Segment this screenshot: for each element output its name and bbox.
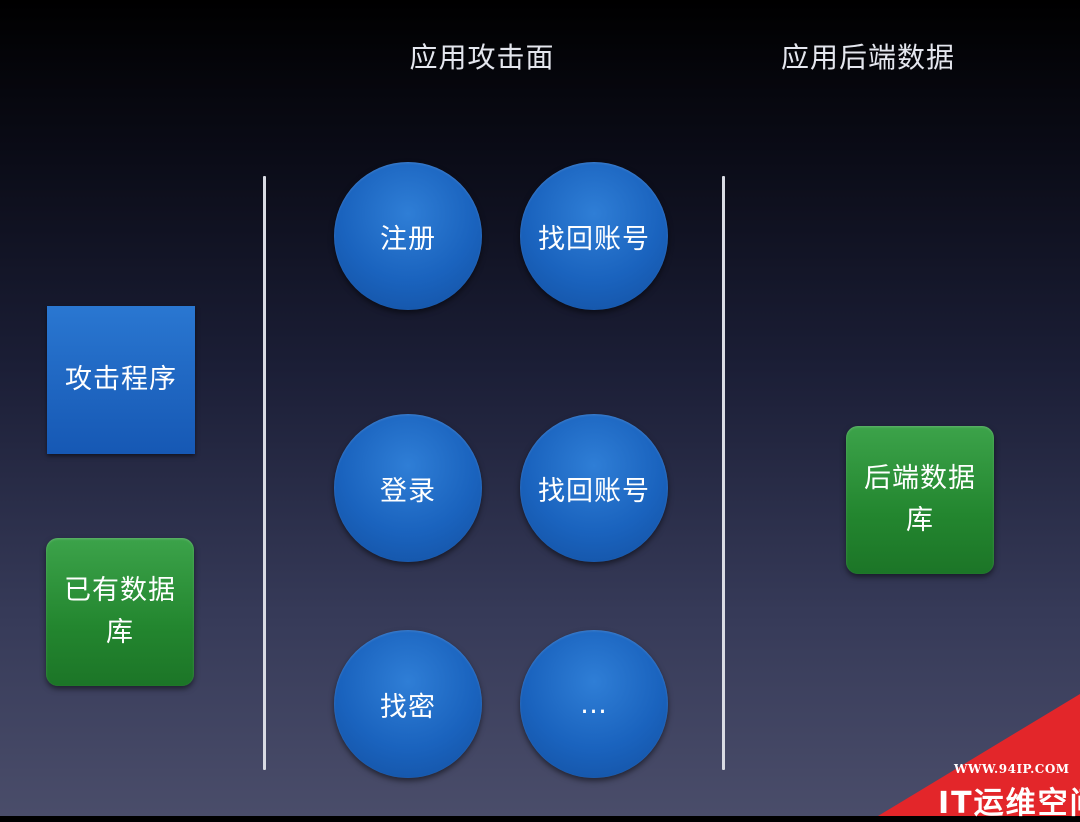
attack-program-box: 攻击程序 — [47, 306, 195, 454]
attack-program-label: 攻击程序 — [65, 364, 177, 395]
existing-database-label: 已有数据库 — [64, 575, 176, 648]
circle-find-password: 找密 — [334, 630, 482, 778]
watermark-url: WWW.94IP.COM — [954, 762, 1070, 776]
circle-ellipsis: … — [520, 630, 668, 778]
existing-database-box: 已有数据库 — [46, 538, 194, 686]
circle-label: 注册 — [380, 223, 436, 255]
heading-attack-surface: 应用攻击面 — [409, 41, 555, 74]
backend-database-label: 后端数据库 — [864, 463, 976, 536]
circle-recover-account: 找回账号 — [520, 162, 668, 310]
watermark-name: IT运维空间 — [938, 786, 1080, 821]
circle-login: 登录 — [334, 414, 482, 562]
circle-label: 找回账号 — [538, 475, 650, 507]
circle-label: … — [580, 688, 608, 720]
backend-database-box: 后端数据库 — [846, 426, 994, 574]
circle-recover-account-2: 找回账号 — [520, 414, 668, 562]
divider-left — [263, 176, 266, 770]
divider-right — [722, 176, 725, 770]
circle-label: 找密 — [380, 691, 436, 723]
circle-label: 登录 — [380, 475, 436, 507]
circle-register: 注册 — [334, 162, 482, 310]
heading-backend-data: 应用后端数据 — [780, 41, 956, 74]
circle-label: 找回账号 — [538, 223, 650, 255]
